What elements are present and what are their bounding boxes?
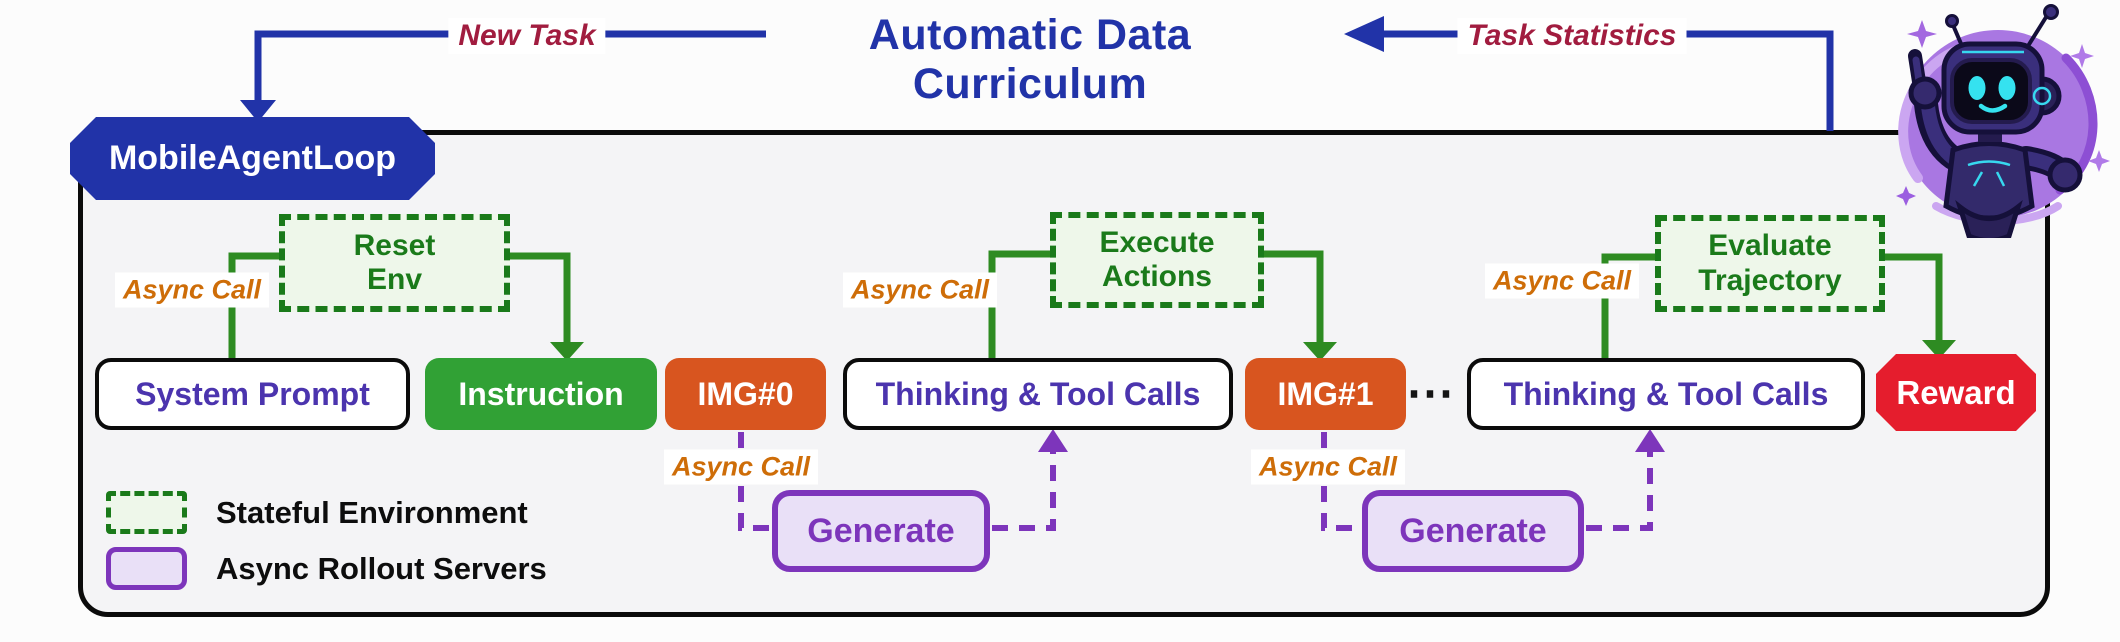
async-call-label-generate-2: Async Call: [1250, 449, 1406, 485]
img0-box: IMG#0: [665, 358, 826, 430]
evaluate-trajectory-box: Evaluate Trajectory: [1655, 215, 1885, 312]
page-title: Automatic Data Curriculum: [868, 11, 1192, 108]
async-call-label-reset: Async Call: [114, 272, 270, 308]
legend-swatch-stateful-environment: [106, 491, 187, 534]
thinking-tool-calls-box-1: Thinking & Tool Calls: [843, 358, 1233, 430]
thinking-tool-calls-box-2: Thinking & Tool Calls: [1467, 358, 1865, 430]
reward-box: Reward: [1876, 354, 2036, 431]
mobile-agent-loop-badge: MobileAgentLoop: [70, 117, 435, 200]
instruction-box: Instruction: [425, 358, 657, 430]
execute-actions-label: Execute Actions: [1099, 225, 1215, 294]
img1-box: IMG#1: [1245, 358, 1406, 430]
async-call-label-generate-1: Async Call: [663, 449, 819, 485]
legend-label-stateful-environment: Stateful Environment: [216, 495, 528, 530]
async-call-label-execute: Async Call: [842, 272, 998, 308]
evaluate-trajectory-label: Evaluate Trajectory: [1698, 229, 1842, 297]
reset-env-box: Reset Env: [279, 214, 510, 312]
new-task-label: New Task: [448, 18, 606, 54]
legend-swatch-async-rollout-servers: [106, 547, 187, 590]
sequence-ellipsis: ⋯: [1406, 367, 1454, 420]
async-call-label-evaluate: Async Call: [1484, 263, 1640, 299]
generate-box-2: Generate: [1362, 490, 1584, 572]
robot-mascot-icon: [1896, 4, 2110, 238]
execute-actions-box: Execute Actions: [1050, 212, 1264, 308]
generate-box-1: Generate: [772, 490, 990, 572]
system-prompt-box: System Prompt: [95, 358, 410, 430]
legend-label-async-rollout-servers: Async Rollout Servers: [216, 551, 547, 586]
task-statistics-label: Task Statistics: [1457, 18, 1687, 54]
reset-env-label: Reset Env: [353, 228, 436, 297]
